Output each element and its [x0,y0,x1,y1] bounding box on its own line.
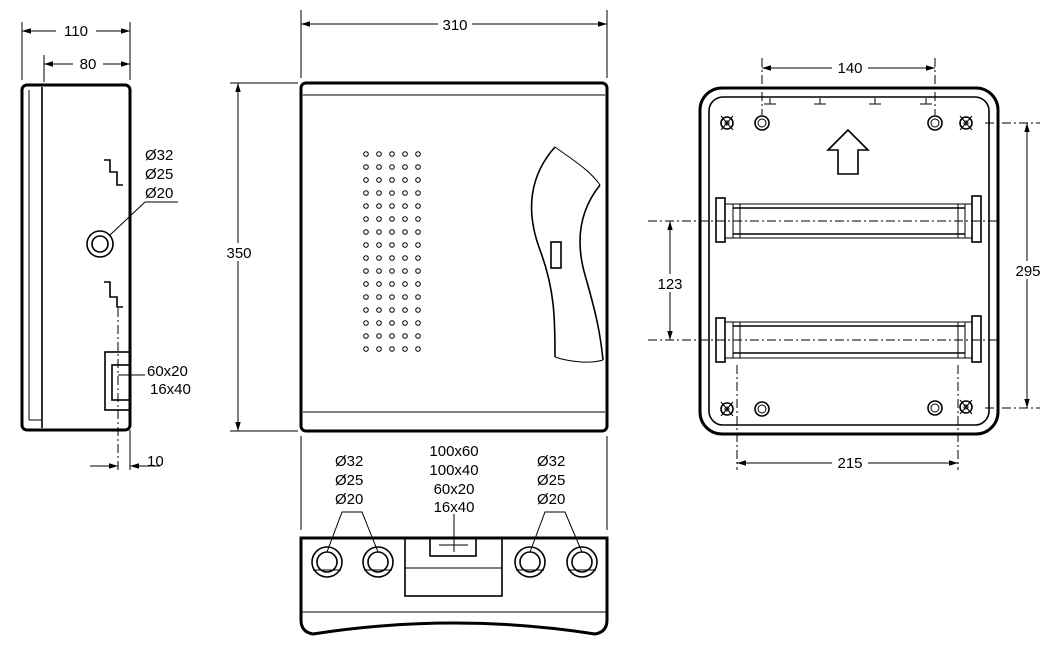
side-knockout-label-32: Ø32 [145,147,173,164]
back-dim-295: 295 [1015,263,1040,280]
back-dim-123: 123 [657,276,682,293]
back-view: 140 123 295 215 [648,58,1046,472]
bottom-cutout-inner [429,537,477,557]
back-mount-hole-top-right [959,115,973,131]
front-vent-grid [363,151,421,352]
bottom-cutout-label-100x40: 100x40 [429,462,478,479]
back-arrow-up-icon [826,128,870,175]
back-dim-140: 140 [837,60,862,77]
back-mount-hole-bottom-left [720,401,734,417]
back-mount-hole-bottom-right [959,399,973,415]
side-knockout-label-20: Ø20 [145,185,173,202]
side-rail-profile-bottom [104,281,123,308]
back-screw-hole-bottom-right [927,400,943,416]
front-view: 310 350 [222,10,609,433]
side-cutout-label-60x20: 60x20 [147,363,188,380]
bottom-cutout-label-100x60: 100x60 [429,443,478,460]
back-din-rail-bottom [715,315,982,363]
back-body-outline [698,86,1000,436]
side-view: 110 80 10 Ø32 Ø25 Ø20 60x20 16x40 [20,22,191,470]
back-din-rail-top [715,195,982,243]
bottom-view: Ø32 Ø25 Ø20 100x60 100x40 60x20 16x40 Ø3… [299,436,609,636]
side-cutout-label-16x40: 16x40 [150,381,191,398]
side-knockout-outer [86,230,114,258]
side-knockout-inner [91,235,109,253]
back-dim-215: 215 [837,455,862,472]
front-dim-310: 310 [442,17,467,34]
bottom-left-label-25: Ø25 [335,472,363,489]
bottom-left-label-20: Ø20 [335,491,363,508]
bottom-cutout-label-60x20: 60x20 [434,481,475,498]
side-dim-110: 110 [64,23,88,40]
back-screw-hole-top-right [927,115,943,131]
side-dim-80: 80 [80,56,97,73]
back-inner-outline [708,96,990,426]
front-door-curve-left [530,146,556,358]
back-mount-hole-top-left [720,115,734,131]
back-screw-hole-bottom-left [754,401,770,417]
side-body-outline [20,83,132,432]
back-screw-hole-top-left [754,115,770,131]
front-body-outline [299,81,609,433]
side-cutout-inner [111,364,131,401]
front-dim-350: 350 [226,245,251,262]
side-rail-profile-top [104,159,123,186]
bottom-body-outline [299,536,609,636]
bottom-right-label-20: Ø20 [537,491,565,508]
side-knockout-label-25: Ø25 [145,166,173,183]
bottom-left-label-32: Ø32 [335,453,363,470]
bottom-right-label-32: Ø32 [537,453,565,470]
front-latch [550,241,562,269]
bottom-cutout-label-16x40: 16x40 [434,499,475,516]
front-door-curve-right [579,184,604,361]
bottom-right-label-25: Ø25 [537,472,565,489]
side-dim-10: 10 [147,453,164,470]
